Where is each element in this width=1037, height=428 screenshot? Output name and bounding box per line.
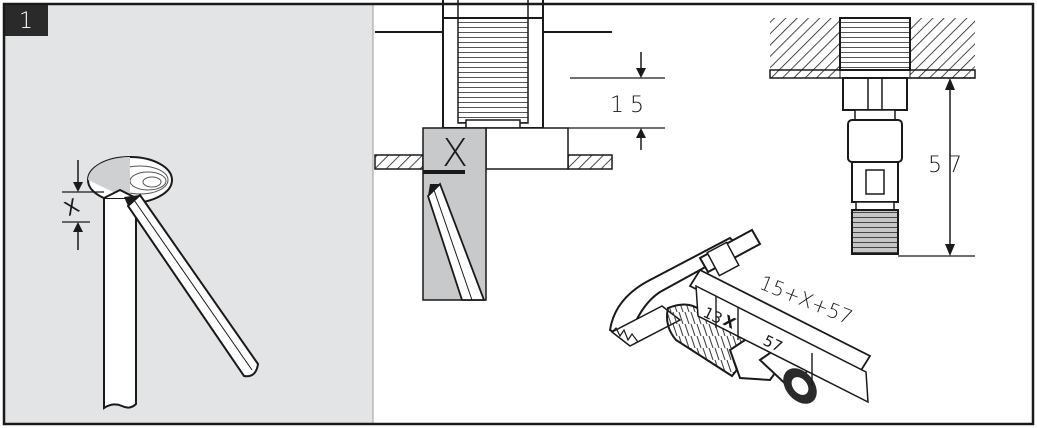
probe-marker-x: X (442, 131, 468, 175)
left-panel: 1 X (5, 5, 373, 423)
pencil-icon (426, 182, 486, 301)
dimension-label-57: 57 (928, 153, 968, 178)
left-panel-background (5, 5, 373, 423)
threaded-fitting-middle (442, 0, 544, 129)
step-badge: 1 (5, 5, 48, 36)
middle-panel: X 15 (374, 0, 665, 301)
dimension-15: 15 (568, 52, 665, 150)
pipe-probe (103, 188, 137, 410)
right-bottom-panel: 13 X 57 15+X+57 (608, 228, 872, 404)
dimension-label-15: 15 (610, 93, 650, 118)
step-number: 1 (19, 9, 33, 34)
dimension-57: 57 (898, 77, 975, 257)
wall-hatch-left (770, 18, 840, 70)
ruler-icon: 13 X 57 (688, 268, 872, 404)
wall-hatch-right (910, 18, 975, 70)
tile-layer-middle (374, 127, 613, 170)
pencil-icon (124, 193, 260, 378)
right-top-panel: 57 (769, 17, 976, 257)
connector-fitting (839, 17, 911, 255)
saw-icon (608, 228, 762, 347)
